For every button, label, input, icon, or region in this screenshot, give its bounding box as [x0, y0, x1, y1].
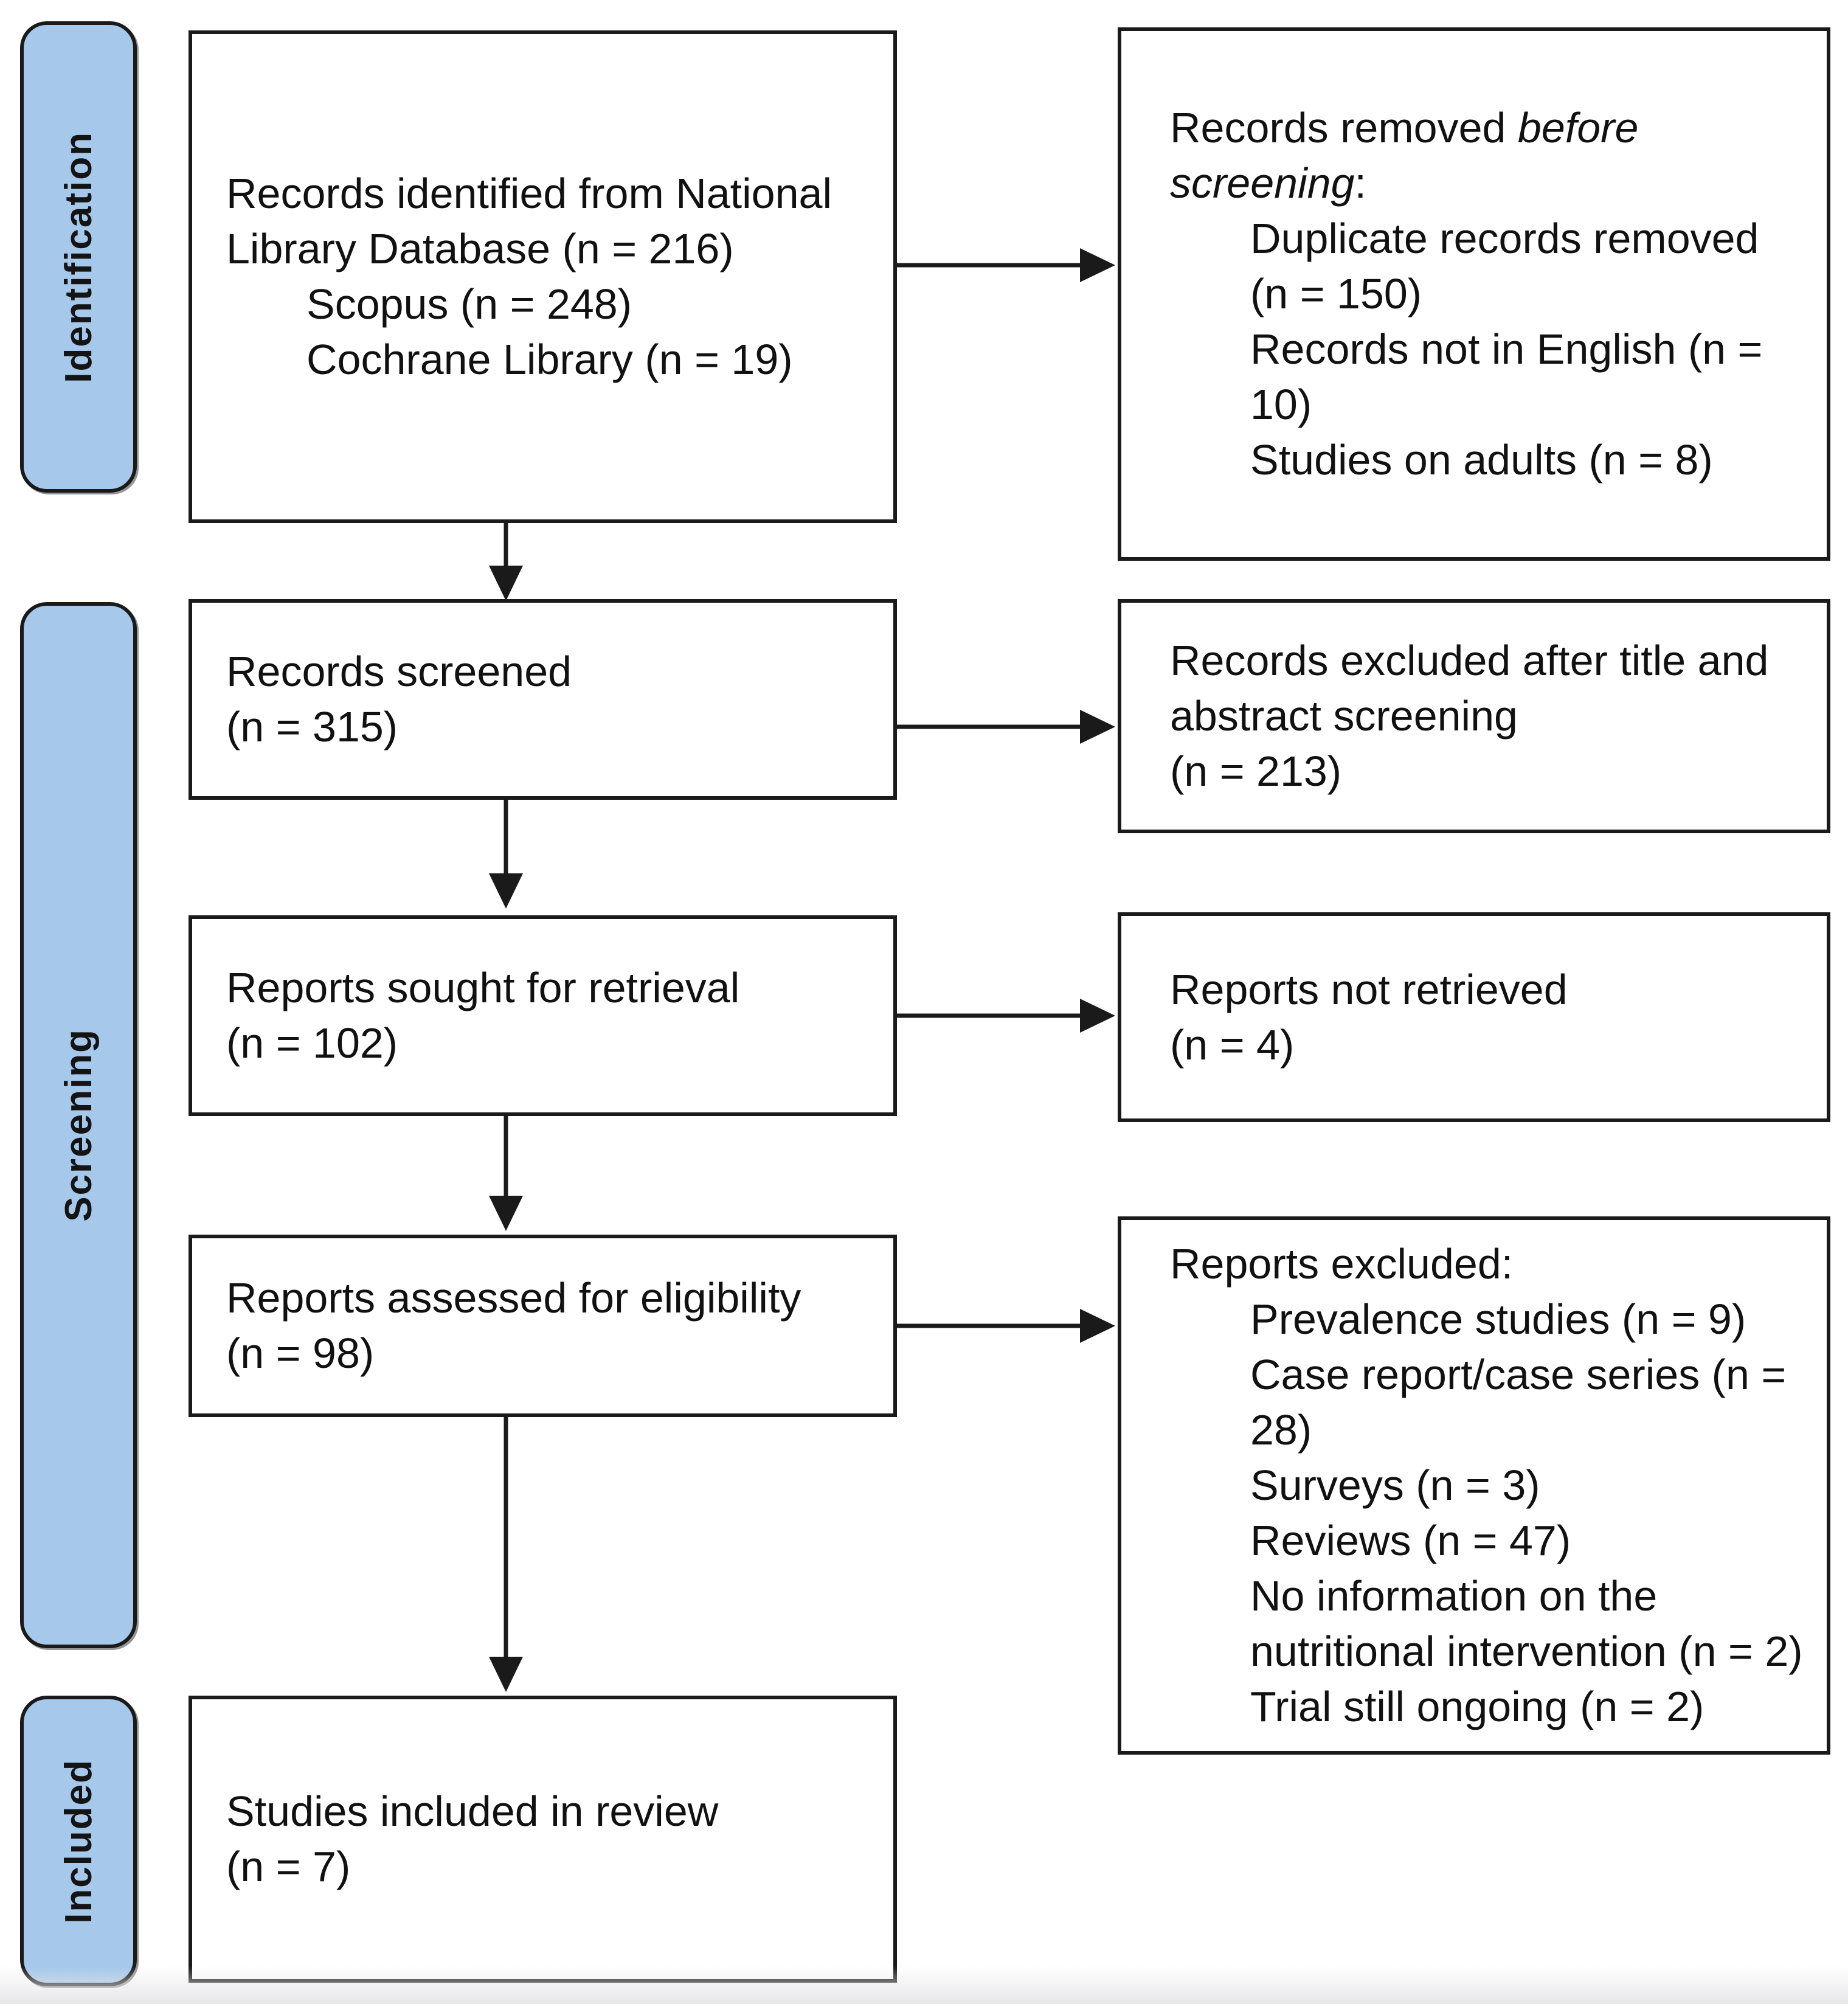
excluded-trial-ongoing: Trial still ongoing (n = 2)	[1250, 1683, 1704, 1730]
excluded-case-report-count: 28)	[1250, 1406, 1312, 1454]
arrow-right-icon	[897, 710, 1115, 744]
studies-on-adults: Studies on adults (n = 8)	[1250, 436, 1713, 484]
records-screened-count: (n = 315)	[226, 703, 398, 751]
excluded-prevalence: Prevalence studies (n = 9)	[1250, 1295, 1746, 1343]
box-studies-included: Studies included in review (n = 7)	[189, 1696, 897, 1983]
reports-assessed-line1: Reports assessed for eligibility	[226, 1274, 801, 1322]
records-identified-cochrane: Cochrane Library (n = 19)	[306, 336, 793, 383]
records-excluded-line2: abstract screening	[1170, 692, 1518, 740]
not-in-english-count: 10)	[1250, 381, 1312, 428]
reports-sought-line1: Reports sought for retrieval	[226, 964, 740, 1011]
box-reports-not-retrieved: Reports not retrieved (n = 4)	[1118, 912, 1830, 1122]
reports-sought-count: (n = 102)	[226, 1019, 398, 1067]
records-excluded-count: (n = 213)	[1170, 747, 1342, 795]
box-records-excluded-screening: Records excluded after title and abstrac…	[1118, 599, 1830, 833]
box-reports-sought: Reports sought for retrieval (n = 102)	[189, 915, 897, 1116]
arrow-down-icon	[489, 800, 523, 909]
records-identified-line1: Records identified from National	[226, 170, 832, 217]
not-retrieved-count: (n = 4)	[1170, 1021, 1295, 1069]
records-removed-line1: Records removed before	[1170, 104, 1639, 151]
excluded-no-information-line2: nutritional intervention (n = 2)	[1250, 1628, 1803, 1675]
box-reports-assessed: Reports assessed for eligibility (n = 98…	[189, 1235, 897, 1417]
records-identified-scopus: Scopus (n = 248)	[306, 280, 632, 328]
stage-screening-label: Screening	[57, 1028, 100, 1222]
not-retrieved-line1: Reports not retrieved	[1170, 965, 1568, 1013]
arrow-down-icon	[489, 522, 523, 601]
stage-screening: Screening	[20, 602, 137, 1648]
excluded-reviews: Reviews (n = 47)	[1250, 1517, 1571, 1564]
not-in-english-line1: Records not in English (n =	[1250, 325, 1763, 373]
studies-included-line1: Studies included in review	[226, 1787, 719, 1835]
arrow-right-icon	[897, 248, 1115, 282]
reports-assessed-count: (n = 98)	[226, 1330, 375, 1377]
box-records-screened: Records screened (n = 315)	[189, 599, 897, 800]
duplicates-removed-line1: Duplicate records removed	[1250, 215, 1759, 262]
records-identified-line2: Library Database (n = 216)	[226, 225, 734, 272]
arrow-right-icon	[897, 999, 1115, 1033]
excluded-case-report-line1: Case report/case series (n =	[1250, 1351, 1787, 1398]
box-records-removed: Records removed before screening: Duplic…	[1118, 27, 1830, 561]
records-screened-line1: Records screened	[226, 648, 572, 695]
arrow-down-icon	[489, 1116, 523, 1231]
page-bottom-shade	[0, 1966, 1848, 2004]
records-excluded-line1: Records excluded after title and	[1170, 637, 1769, 684]
arrow-right-icon	[897, 1309, 1115, 1343]
arrow-down-icon	[489, 1417, 523, 1692]
duplicates-removed-count: (n = 150)	[1250, 270, 1422, 317]
excluded-no-information-line1: No information on the	[1250, 1572, 1658, 1620]
excluded-surveys: Surveys (n = 3)	[1250, 1461, 1540, 1509]
box-reports-excluded: Reports excluded: Prevalence studies (n …	[1118, 1216, 1830, 1755]
reports-excluded-header: Reports excluded:	[1170, 1240, 1514, 1288]
stage-included: Included	[20, 1696, 137, 1986]
studies-included-count: (n = 7)	[226, 1843, 351, 1890]
records-removed-line2: screening:	[1170, 159, 1366, 207]
stage-identification: Identification	[20, 21, 137, 493]
stage-identification-label: Identification	[57, 131, 100, 383]
stage-included-label: Included	[57, 1758, 100, 1924]
box-records-identified: Records identified from National Library…	[189, 30, 897, 523]
